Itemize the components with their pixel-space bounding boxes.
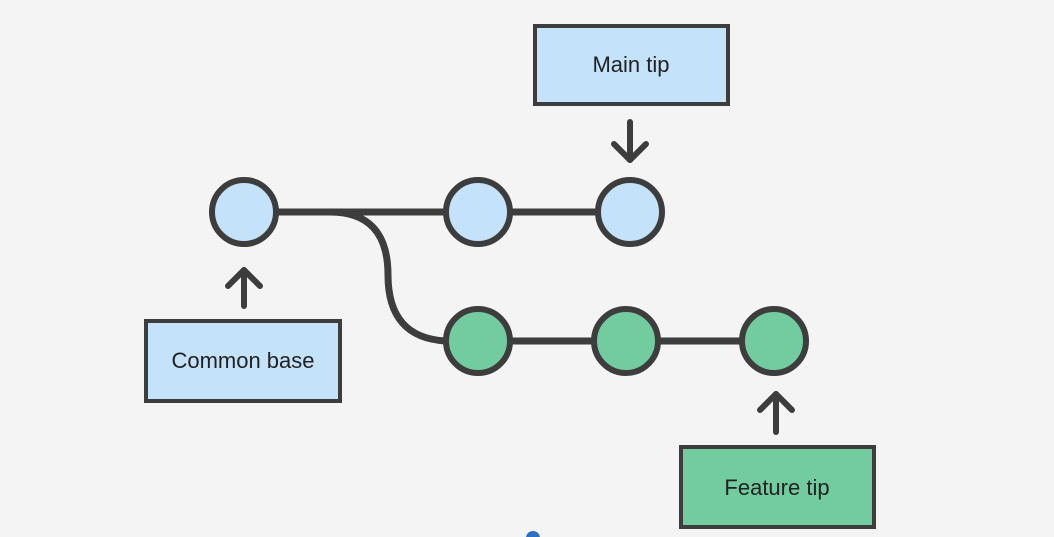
main-commit-base (209, 177, 279, 247)
arrow-down-icon (611, 119, 649, 163)
main-tip-label-box: Main tip (533, 24, 730, 106)
main-tip-label: Main tip (592, 52, 669, 77)
feature-tip-label: Feature tip (724, 475, 829, 500)
common-base-label: Common base (171, 348, 314, 373)
feature-tip-label-box: Feature tip (679, 445, 876, 529)
feature-branch-commits (443, 306, 809, 376)
scroll-indicator-dot (526, 531, 540, 537)
branch-lines (272, 208, 746, 345)
arrow-up-icon (757, 391, 795, 435)
main-commit-2 (443, 177, 513, 247)
feature-commit-1 (443, 306, 513, 376)
arrow-up-icon (225, 267, 263, 309)
common-base-label-box: Common base (144, 319, 342, 403)
main-commit-tip (595, 177, 665, 247)
main-branch-commits (209, 177, 665, 247)
feature-commit-tip (739, 306, 809, 376)
feature-commit-2 (591, 306, 661, 376)
feature-branch-curve (272, 208, 450, 345)
